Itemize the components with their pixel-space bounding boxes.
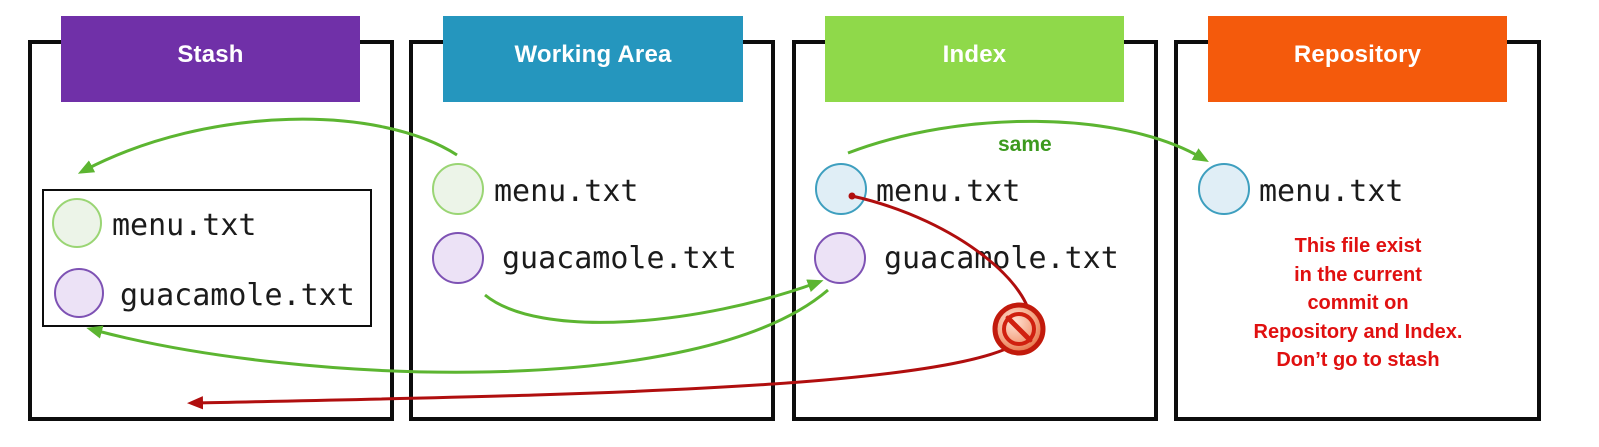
- stash-menu-file-icon: [52, 198, 102, 248]
- index-guacamole-filename: guacamole.txt: [884, 241, 1119, 276]
- arrow-index-guacamole-to-stash: [86, 288, 829, 374]
- index-panel: [792, 40, 1158, 421]
- working-area-header: Working Area: [443, 16, 743, 102]
- note-line: commit on: [1307, 292, 1409, 314]
- working-menu-file-icon: [432, 163, 484, 215]
- stash-guacamole-filename: guacamole.txt: [120, 278, 355, 313]
- note-line: This file exist: [1294, 235, 1422, 257]
- same-label: same: [998, 133, 1052, 156]
- arrow-index-menu-to-repository: [847, 119, 1209, 163]
- index-header: Index: [825, 16, 1124, 102]
- repository-menu-file-icon: [1198, 163, 1250, 215]
- arrow-working-guacamole-to-index: [484, 279, 824, 324]
- arrow-working-menu-to-stash: [77, 117, 458, 174]
- note-line: in the current: [1294, 263, 1422, 286]
- repository-menu-filename: menu.txt: [1259, 174, 1404, 209]
- working-guacamole-file-icon: [432, 232, 484, 284]
- index-guacamole-file-icon: [814, 232, 866, 284]
- arrow-start-dot: [848, 192, 856, 200]
- working-menu-filename: menu.txt: [494, 174, 639, 209]
- repository-header: Repository: [1208, 16, 1507, 102]
- index-menu-file-icon: [815, 163, 867, 215]
- arrow-index-menu-blocked: [187, 194, 1033, 410]
- working-area-panel: [409, 40, 775, 421]
- working-guacamole-filename: guacamole.txt: [502, 241, 737, 276]
- stash-menu-filename: menu.txt: [112, 208, 257, 243]
- stash-header: Stash: [61, 16, 360, 102]
- note-line: Don’t go to stash: [1276, 349, 1440, 371]
- repository-panel: [1174, 40, 1541, 421]
- note-line: Repository and Index.: [1253, 320, 1463, 343]
- prohibited-icon: [992, 302, 1046, 356]
- stash-guacamole-file-icon: [54, 268, 104, 318]
- stash-entry-box: [42, 189, 372, 327]
- repository-note: This file exist in the current commit on…: [1198, 232, 1518, 375]
- index-menu-filename: menu.txt: [876, 174, 1021, 209]
